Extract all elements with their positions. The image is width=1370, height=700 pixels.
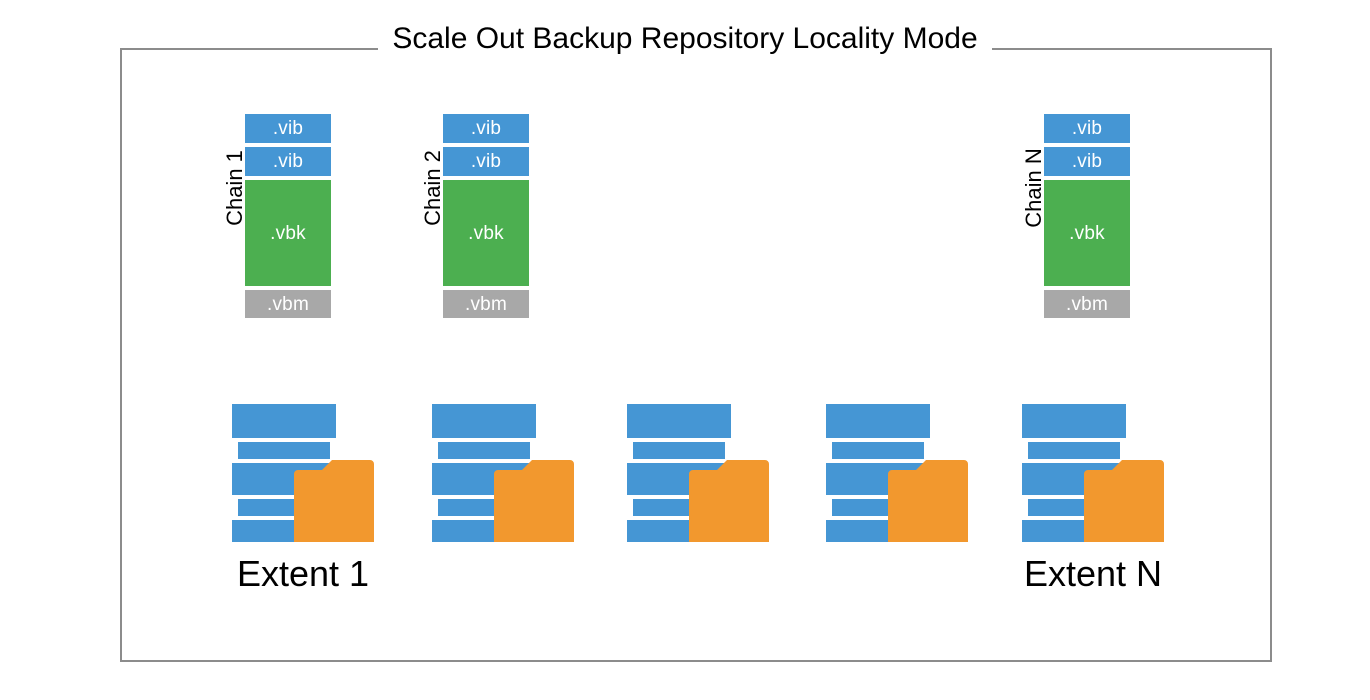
file-block-vbk: .vbk	[443, 180, 529, 286]
disk-stack-icon	[627, 404, 769, 542]
file-block-vib: .vib	[245, 147, 331, 176]
disk-stack-icon	[1022, 404, 1164, 542]
file-block-vib: .vib	[1044, 147, 1130, 176]
extent-label-n: Extent N	[1023, 553, 1163, 594]
extent-n: Extent N	[1018, 402, 1168, 594]
file-block-vbm: .vbm	[1044, 290, 1130, 318]
folder-icon	[888, 460, 968, 542]
extent-3	[623, 402, 773, 542]
disk-stack-icon	[432, 404, 574, 542]
disk-stack-icon	[826, 404, 968, 542]
chain-file-stack-n: .vib .vib .vbk .vbm	[1044, 114, 1130, 318]
file-block-vib: .vib	[443, 147, 529, 176]
file-block-vbm: .vbm	[245, 290, 331, 318]
extent-4	[822, 402, 972, 542]
file-block-vbk: .vbk	[1044, 180, 1130, 286]
chain-file-stack-2: .vib .vib .vbk .vbm	[443, 114, 529, 318]
chain-file-stack-1: .vib .vib .vbk .vbm	[245, 114, 331, 318]
folder-icon	[689, 460, 769, 542]
extent-label-1: Extent 1	[236, 553, 370, 594]
file-block-vbm: .vbm	[443, 290, 529, 318]
extent-1: Extent 1	[228, 402, 378, 594]
file-block-vib: .vib	[443, 114, 529, 143]
file-block-vib: .vib	[245, 114, 331, 143]
disk-stack-icon	[232, 404, 374, 542]
file-block-vbk: .vbk	[245, 180, 331, 286]
file-block-vib: .vib	[1044, 114, 1130, 143]
folder-icon	[494, 460, 574, 542]
folder-icon	[1084, 460, 1164, 542]
extent-2	[428, 402, 578, 542]
folder-icon	[294, 460, 374, 542]
